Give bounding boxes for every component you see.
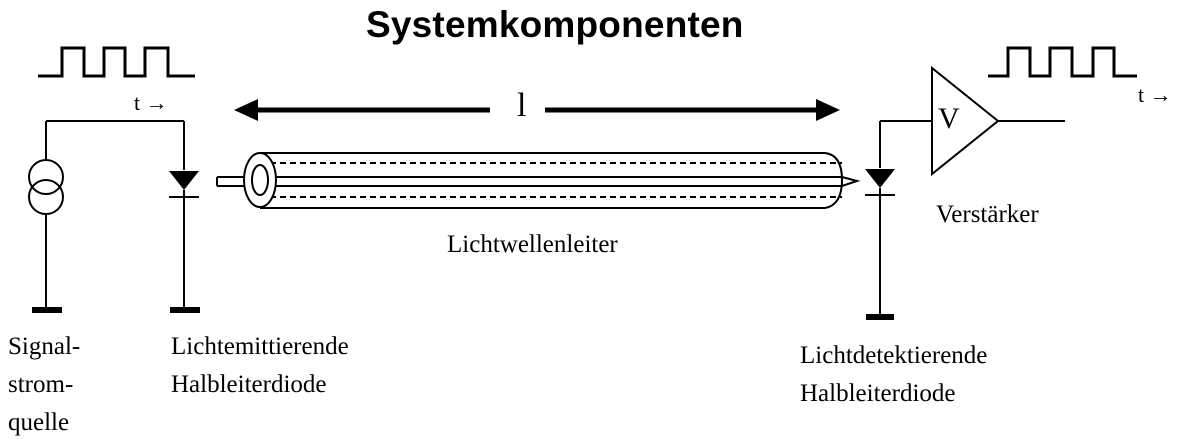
emitter-diode-line-1: Lichtemittierende (171, 333, 349, 360)
signal-source-line-3: quelle (8, 409, 70, 436)
signal-source-symbol (28, 120, 184, 313)
detector-diode-line-2: Halbleiterdiode (800, 380, 956, 407)
signal-source-line-2: strom- (8, 371, 74, 398)
emitter-diode-label: Lichtemittierende Halbleiterdiode (171, 328, 349, 404)
detector-diode-symbol (865, 120, 932, 320)
amplifier-symbol-label: V (938, 102, 960, 135)
emitter-diode-line-2: Halbleiterdiode (171, 371, 327, 398)
length-arrow (234, 99, 840, 121)
length-label: l (517, 87, 527, 124)
time-label-right: t → (1138, 82, 1172, 107)
signal-source-line-1: Signal- (8, 333, 81, 360)
detector-diode-label: Lichtdetektierende Halbleiterdiode (800, 337, 987, 413)
emitter-diode-symbol (169, 121, 200, 313)
amplifier-label: Verstärker (936, 201, 1039, 228)
diagram-title: Systemkomponenten (366, 4, 744, 45)
amplifier-symbol (931, 65, 1065, 177)
input-pulse-signal (38, 46, 195, 78)
signal-source-label: Signal- strom- quelle (8, 328, 80, 442)
output-pulse-signal (988, 46, 1137, 78)
optical-fiber-symbol (216, 152, 861, 209)
fiber-label: Lichtwellenleiter (447, 231, 618, 258)
detector-diode-line-1: Lichtdetektierende (800, 342, 988, 369)
time-label-left: t → (134, 90, 168, 115)
